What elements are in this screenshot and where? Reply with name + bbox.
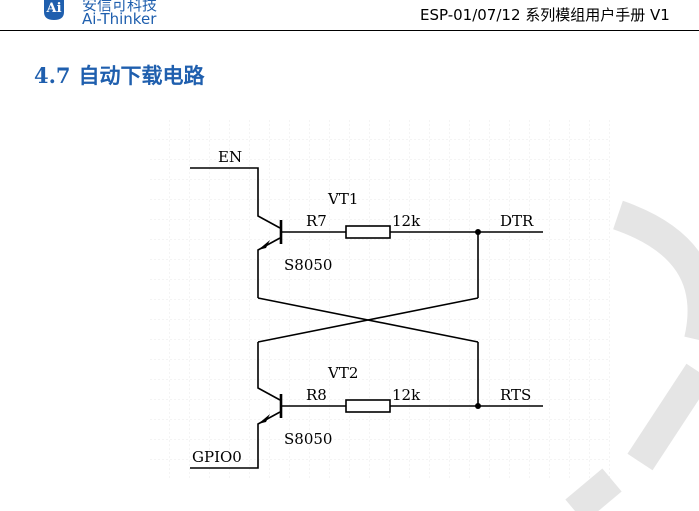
label-r7: R7 [306, 212, 327, 230]
resistor-r8 [345, 399, 391, 413]
brand-name-en: Ai-Thinker [82, 10, 157, 28]
gpio0-wire [190, 411, 281, 469]
label-s8050-bottom: S8050 [284, 430, 332, 448]
dtr-junction-dot [475, 229, 481, 235]
label-r8: R8 [306, 386, 327, 404]
vt2-collector-wire [257, 342, 281, 401]
vt1-emitter-arrow-icon [258, 240, 270, 250]
brand-name-cn: 安信可科技 [82, 0, 158, 14]
label-r7-value: 12k [392, 212, 421, 230]
watermark-stroke-bottom [565, 468, 622, 511]
en-wire [190, 167, 281, 229]
auto-download-circuit-schematic: EN VT1 R7 12k DTR S8050 VT2 R8 12k RTS S… [150, 120, 610, 478]
section-title: 自动下载电路 [78, 64, 205, 88]
section-number: 4.7 [34, 63, 71, 88]
rts-junction-dot [475, 403, 481, 409]
label-dtr: DTR [500, 212, 534, 230]
document-title: ESP-01/07/12 系列模组用户手册 V1 [420, 6, 670, 24]
watermark-stroke-top [612, 200, 699, 340]
vt2-emitter-arrow-icon [258, 414, 270, 424]
resistor-r7 [345, 225, 391, 239]
logo-text: Ai [45, 1, 61, 16]
schematic-grid [150, 120, 610, 478]
ai-thinker-logo-icon: Ai [44, 0, 64, 20]
wires [190, 167, 543, 469]
label-en: EN [218, 148, 242, 166]
cross-wire-b [257, 297, 479, 343]
watermark-stroke-middle [627, 363, 699, 471]
label-vt2: VT2 [327, 364, 358, 382]
label-s8050-top: S8050 [284, 256, 332, 274]
label-r8-value: 12k [392, 386, 421, 404]
label-vt1: VT1 [327, 190, 358, 208]
section-heading: 4.7 自动下载电路 [34, 60, 205, 90]
label-rts: RTS [500, 386, 531, 404]
page-header: Ai 安信可科技 Ai-Thinker ESP-01/07/12 系列模组用户手… [0, 0, 699, 31]
label-gpio0: GPIO0 [192, 448, 242, 466]
